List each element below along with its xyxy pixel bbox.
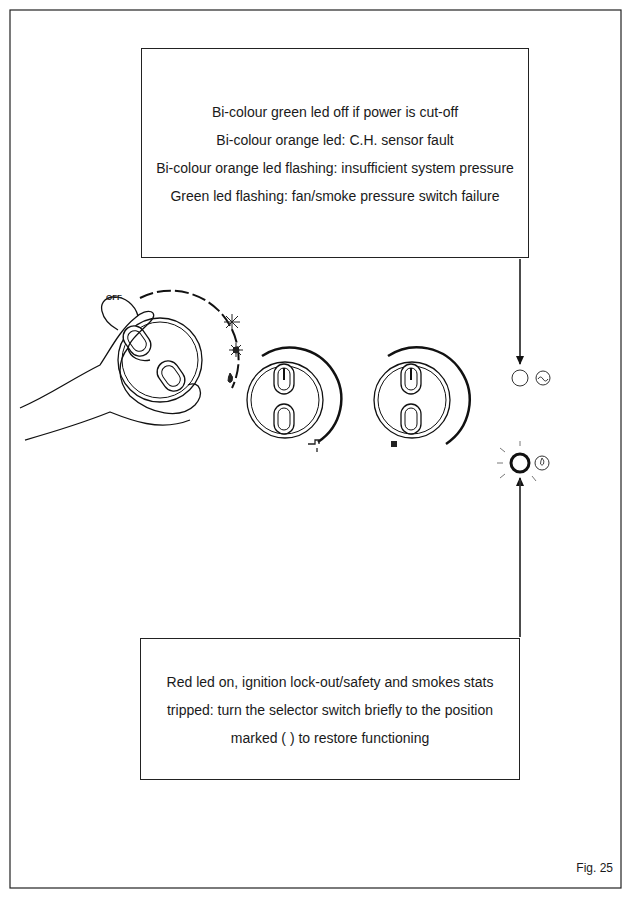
- callout-text: Green led flashing: fan/smoke pressure s…: [154, 182, 516, 210]
- callout-box: Bi-colour green led off if power is cut-…: [141, 48, 529, 258]
- callout-text: Bi-colour green led off if power is cut-…: [154, 98, 516, 126]
- dial-marking: OFF: [106, 293, 122, 302]
- callout-text: Bi-colour orange led flashing: insuffici…: [154, 154, 516, 182]
- figure-caption: Fig. 25: [576, 861, 613, 875]
- callout-text: Red led on, ignition lock-out/safety and…: [153, 668, 507, 752]
- callout-text: Bi-colour orange led: C.H. sensor fault: [154, 126, 516, 154]
- callout-box: Red led on, ignition lock-out/safety and…: [140, 638, 520, 780]
